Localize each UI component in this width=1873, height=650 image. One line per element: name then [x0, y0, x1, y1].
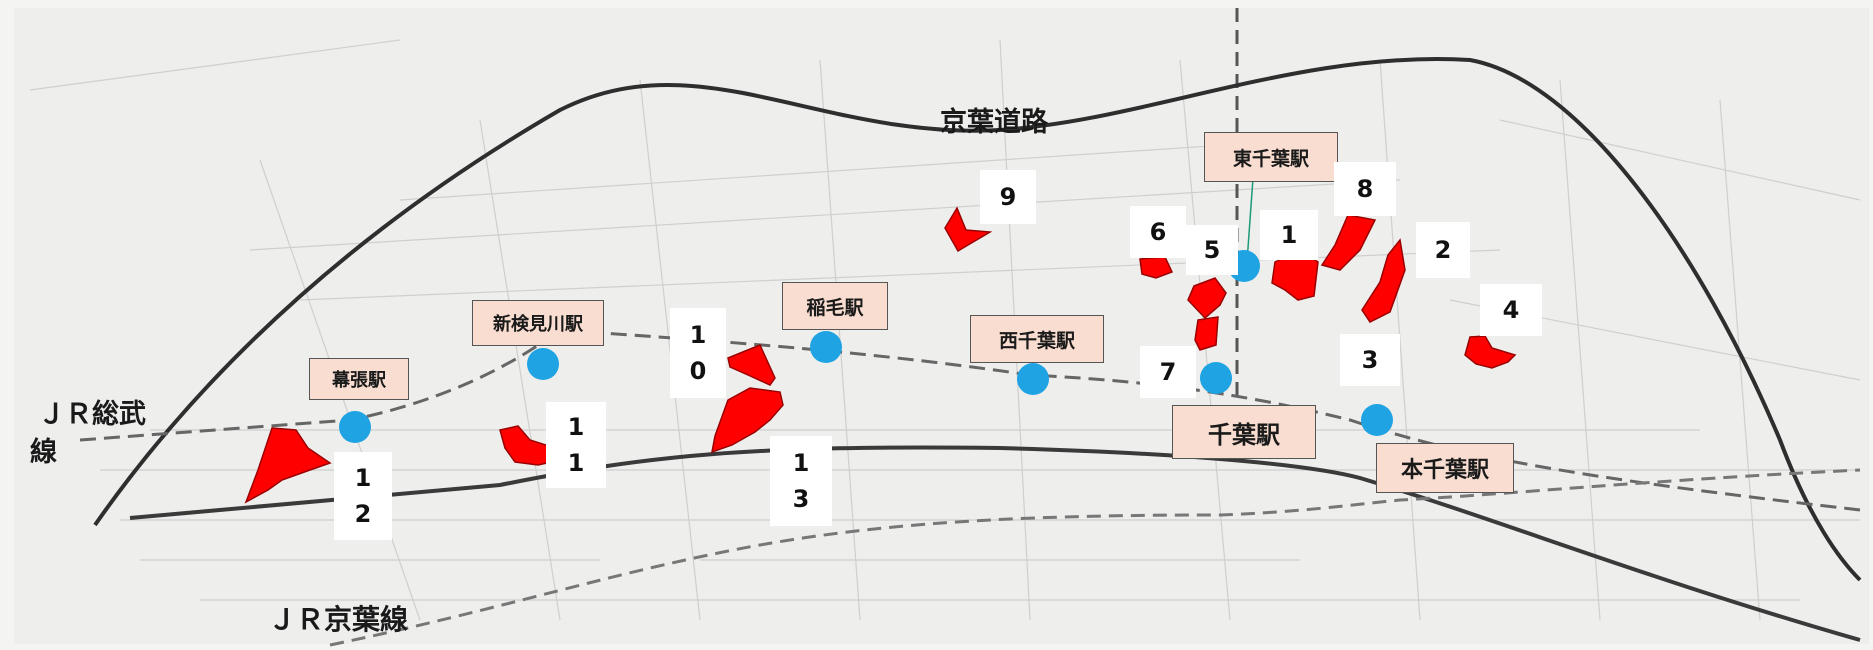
station-label-nishichiba: 西千葉駅: [970, 315, 1104, 363]
area-number-13-digit-2: 3: [792, 485, 810, 513]
station-label-inage: 稲毛駅: [782, 282, 888, 330]
station-label-chiba: 千葉駅: [1172, 405, 1316, 459]
area-number-8: 8: [1334, 162, 1396, 216]
jr-keiyo-line: [329, 468, 1861, 647]
area-9: [944, 206, 993, 253]
area-number-10-digit-2: 0: [689, 357, 707, 385]
keiyo-road: [93, 57, 1862, 582]
station-label-shinkemigawa: 新検見川駅: [472, 300, 604, 346]
area-13: [711, 387, 784, 454]
keiyo-road-label: 京葉道路: [940, 107, 1048, 138]
area-2: [1361, 238, 1406, 323]
jr-sobu-line-label-1: ＪＲ総武: [38, 399, 146, 430]
area-number-10-digit-1: 1: [689, 321, 707, 349]
area-number-11-digit-2: 1: [567, 449, 585, 477]
area-12: [244, 427, 332, 504]
area-number-9: 9: [980, 170, 1036, 224]
station-dot-shinkemigawa: [527, 348, 559, 380]
station-label-honchiba: 本千葉駅: [1376, 443, 1514, 493]
area-number-12-digit-2: 2: [354, 500, 372, 528]
target-areas: [244, 206, 1517, 504]
area-number-3: 3: [1340, 334, 1400, 386]
station-dot-inage: [810, 331, 842, 363]
area-number-1: 1: [1260, 210, 1318, 260]
area-number-12: 1 2: [334, 452, 392, 540]
area-10: [727, 344, 776, 386]
jr-keiyo-line-label: ＪＲ京葉線: [268, 603, 409, 636]
jr-sobu-line-label-2: 線: [30, 437, 57, 468]
area-number-6: 6: [1130, 206, 1186, 258]
station-dot-nishichiba: [1017, 363, 1049, 395]
area-number-11-digit-1: 1: [567, 413, 585, 441]
area-4: [1464, 335, 1517, 369]
area-number-10: 1 0: [670, 308, 726, 398]
area-number-11: 1 1: [546, 402, 606, 488]
area-5: [1187, 277, 1227, 320]
station-label-higashichiba: 東千葉駅: [1204, 132, 1338, 182]
area-number-13: 1 3: [770, 436, 832, 526]
area-number-7: 7: [1140, 346, 1196, 398]
area-number-5: 5: [1186, 225, 1238, 275]
area-number-13-digit-1: 1: [792, 449, 810, 477]
area-number-4: 4: [1480, 284, 1542, 336]
jr-sobu-line: [79, 328, 1861, 512]
area-number-2: 2: [1416, 222, 1470, 278]
station-dot-makuhari: [339, 411, 371, 443]
area-8: [1320, 214, 1377, 271]
higashichiba-leader: [1246, 177, 1254, 263]
area-7: [1194, 316, 1219, 351]
map-frame: [14, 8, 1869, 644]
station-dot-chiba: [1200, 362, 1232, 394]
area-number-12-digit-1: 1: [354, 464, 372, 492]
station-dot-honchiba: [1361, 404, 1393, 436]
station-label-makuhari: 幕張駅: [309, 358, 409, 400]
